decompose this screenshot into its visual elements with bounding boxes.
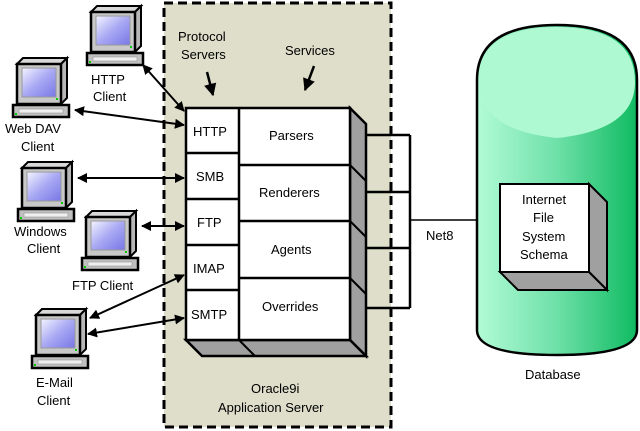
- protocol-smb: SMB: [196, 169, 224, 184]
- email-client-computer-icon: [30, 307, 90, 370]
- app-server-label-2: Application Server: [218, 400, 324, 415]
- protocol-servers-label-2: Servers: [181, 47, 226, 62]
- protocol-ftp: FTP: [197, 215, 222, 230]
- schema-box: [497, 181, 610, 293]
- http-client-label-2: Client: [93, 89, 127, 104]
- app-server-label-1: Oracle9i: [251, 381, 300, 396]
- server-block: [182, 104, 370, 360]
- service-agents: Agents: [271, 242, 312, 257]
- arrow-imap: [89, 274, 185, 319]
- net8-label: Net8: [426, 228, 453, 243]
- webdav-client-label-2: Client: [21, 139, 55, 154]
- schema-label-4: Schema: [520, 247, 568, 262]
- http-client-label-1: HTTP: [91, 72, 125, 87]
- arrow-smtp: [87, 314, 185, 338]
- services-pointer: [303, 65, 316, 92]
- protocol-servers-label-1: Protocol: [178, 29, 226, 44]
- email-client-label-2: Client: [37, 393, 71, 408]
- protocol-imap: IMAP: [193, 261, 225, 276]
- database-label: Database: [525, 367, 581, 382]
- http-client-computer-icon: [85, 4, 145, 67]
- arrow-webdav: [74, 106, 185, 129]
- ftp-client-label: FTP Client: [72, 278, 134, 293]
- protocol-http: HTTP: [193, 124, 227, 139]
- protocol-smtp: SMTP: [191, 307, 227, 322]
- client-connections: [74, 64, 185, 338]
- webdav-client-computer-icon: [11, 56, 71, 119]
- email-client-label-1: E-Mail: [36, 375, 73, 390]
- webdav-client-label-1: Web DAV: [5, 121, 61, 136]
- service-renderers: Renderers: [259, 185, 320, 200]
- schema-label-2: File: [533, 210, 554, 225]
- service-overrides: Overrides: [262, 299, 319, 314]
- ftp-client-computer-icon: [80, 209, 140, 272]
- schema-label-1: Internet: [522, 192, 566, 207]
- net8-connectors: [366, 133, 477, 310]
- schema-label-3: System: [522, 229, 565, 244]
- windows-client-computer-icon: [16, 160, 76, 223]
- protocol-servers-pointer: [204, 71, 217, 97]
- service-parsers: Parsers: [269, 128, 314, 143]
- windows-client-label-1: Windows: [14, 224, 67, 239]
- services-label: Services: [285, 43, 335, 58]
- windows-client-label-2: Client: [27, 241, 61, 256]
- arrow-http: [142, 64, 185, 112]
